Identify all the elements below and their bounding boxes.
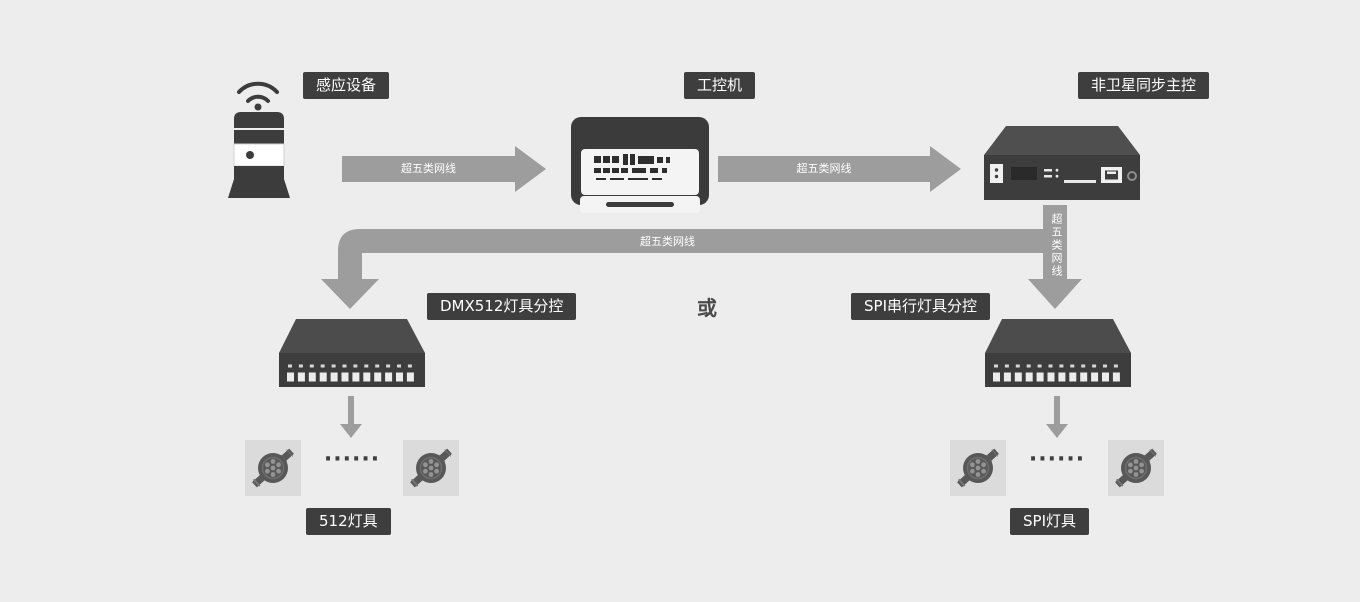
arrow-dmx-to-lamps [340,396,362,438]
sensor-device-icon [228,81,290,198]
switch-top-face [985,319,1131,353]
pc-slot [606,202,674,207]
pc-panel-controls [594,154,670,180]
or-separator: 或 [697,296,717,320]
cable-label-master-to-spi: 超五类网线 [1050,213,1063,278]
cable-label-sensor-to-pc: 超五类网线 [401,162,456,175]
arrow-master-to-spi [1028,205,1082,309]
master-controller-icon [984,126,1140,200]
label-industrial-pc: 工控机 [684,72,756,99]
cable-label-master-to-dmx: 超五类网线 [640,235,695,248]
led-fixture-icon [950,440,1006,496]
controller-top-face [984,126,1140,155]
label-spi-controller: SPI串行灯具分控 [851,293,990,320]
led-fixture-icon [403,440,459,496]
wifi-waves-icon [237,81,279,103]
led-fixture-icon [245,440,301,496]
spi-switch-icon [985,319,1131,387]
switch-front-face [985,353,1131,387]
switch-top-face [279,319,425,353]
switch-front-face [279,353,425,387]
cable-label-pc-to-master: 超五类网线 [796,162,852,175]
led-fixture-icon [1108,440,1164,496]
arrow-sensor-to-pc [342,146,546,192]
arrow-master-to-dmx [321,229,1067,309]
label-sensor: 感应设备 [303,72,390,99]
arrow-pc-to-master [718,146,961,192]
sensor-body [228,103,290,198]
controller-front-details [990,164,1137,183]
label-spi-lamps: SPI灯具 [1010,508,1089,535]
arrow-spi-to-lamps [1046,396,1068,438]
label-512-lamps: 512灯具 [306,508,391,535]
industrial-pc-icon [571,117,709,213]
dmx-switch-icon [279,319,425,387]
label-master-controller: 非卫星同步主控 [1078,72,1210,99]
ellipsis-dmx-lamps: ······ [323,447,381,472]
label-dmx-controller: DMX512灯具分控 [427,293,577,320]
ellipsis-spi-lamps: ······ [1028,447,1086,472]
